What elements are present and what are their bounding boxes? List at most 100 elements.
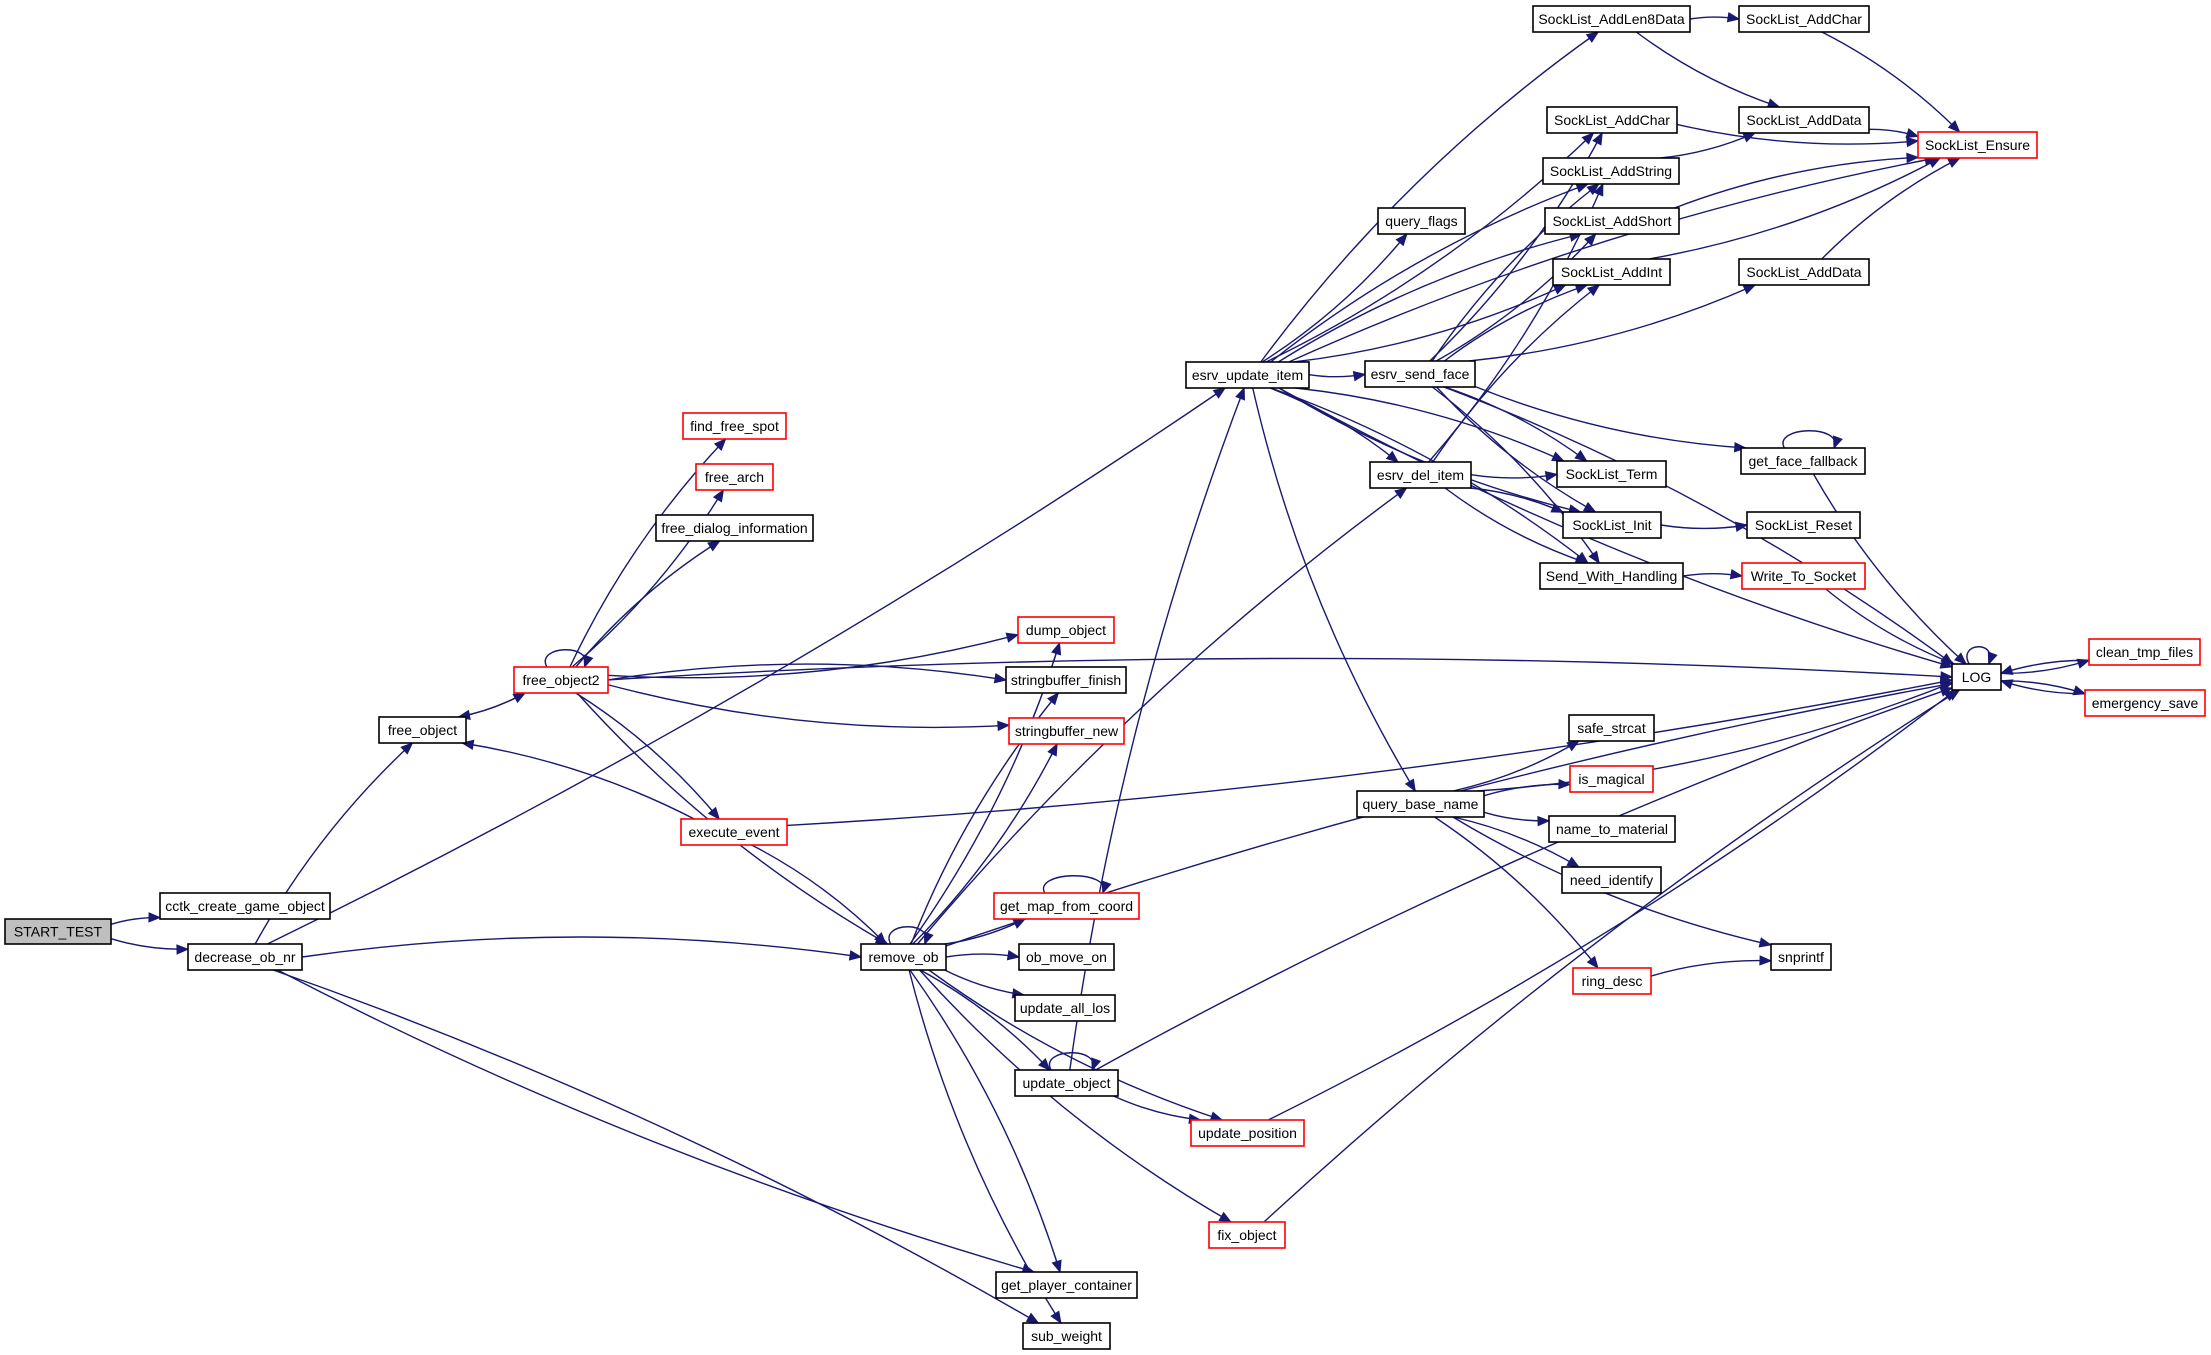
node-socklist-reset[interactable]: SockList_Reset: [1746, 511, 1861, 539]
node-box[interactable]: [1014, 994, 1116, 1022]
node-box[interactable]: [513, 666, 609, 694]
node-execute-event[interactable]: execute_event: [680, 818, 788, 846]
node-snprintf[interactable]: snprintf: [1770, 943, 1832, 971]
node-box[interactable]: [1951, 663, 2002, 691]
node-dump-object[interactable]: dump_object: [1017, 616, 1115, 644]
node-box[interactable]: [1377, 207, 1466, 235]
node-free-dialog-information[interactable]: free_dialog_information: [655, 514, 814, 542]
node-box[interactable]: [2088, 638, 2201, 666]
node-box[interactable]: [1562, 511, 1662, 539]
node-socklist-addlen8data[interactable]: SockList_AddLen8Data: [1532, 5, 1691, 33]
node-is-magical[interactable]: is_magical: [1569, 765, 1654, 793]
node-box[interactable]: [1017, 616, 1115, 644]
node-socklist-addint[interactable]: SockList_AddInt: [1552, 258, 1671, 286]
node-box[interactable]: [680, 818, 788, 846]
node-send-with-handling[interactable]: Send_With_Handling: [1539, 562, 1684, 590]
node-update-position[interactable]: update_position: [1190, 1119, 1305, 1147]
node-esrv-del-item[interactable]: esrv_del_item: [1369, 461, 1472, 489]
node-box[interactable]: [993, 892, 1140, 920]
node-box[interactable]: [1741, 562, 1866, 590]
node-get-face-fallback[interactable]: get_face_fallback: [1740, 447, 1866, 475]
node-box[interactable]: [1018, 943, 1115, 971]
node-box[interactable]: [1561, 866, 1662, 894]
node-box[interactable]: [1548, 815, 1676, 843]
node-socklist-ensure[interactable]: SockList_Ensure: [1917, 131, 2038, 159]
node-update-all-los[interactable]: update_all_los: [1014, 994, 1116, 1022]
node-query-flags[interactable]: query_flags: [1377, 207, 1466, 235]
node-free-object[interactable]: free_object: [378, 716, 467, 744]
node-box[interactable]: [1532, 5, 1691, 33]
node-box[interactable]: [1005, 666, 1127, 694]
node-box[interactable]: [1356, 790, 1485, 818]
node-box[interactable]: [1208, 1221, 1286, 1249]
node-ring-desc[interactable]: ring_desc: [1572, 967, 1652, 995]
node-box[interactable]: [860, 943, 947, 971]
node-box[interactable]: [1542, 157, 1680, 185]
node-find-free-spot[interactable]: find_free_spot: [682, 412, 787, 440]
node-box[interactable]: [1738, 106, 1870, 134]
node-safe-strcat[interactable]: safe_strcat: [1568, 714, 1655, 742]
node-box[interactable]: [1190, 1119, 1305, 1147]
node-box[interactable]: [159, 892, 331, 920]
node-box[interactable]: [1738, 258, 1870, 286]
node-box[interactable]: [1185, 361, 1310, 389]
node-socklist-addchar-a[interactable]: SockList_AddChar: [1546, 106, 1678, 134]
node-free-arch[interactable]: free_arch: [695, 463, 774, 491]
node-free-object2[interactable]: free_object2: [513, 666, 609, 694]
node-stringbuffer-new[interactable]: stringbuffer_new: [1008, 717, 1125, 745]
node-box[interactable]: [187, 943, 303, 971]
node-log[interactable]: LOG: [1951, 663, 2002, 691]
node-update-object[interactable]: update_object: [1014, 1069, 1119, 1097]
node-name-to-material[interactable]: name_to_material: [1548, 815, 1676, 843]
node-box[interactable]: [1569, 765, 1654, 793]
node-socklist-adddata-a[interactable]: SockList_AddData: [1738, 106, 1870, 134]
node-need-identify[interactable]: need_identify: [1561, 866, 1662, 894]
node-box[interactable]: [682, 412, 787, 440]
node-cctk-create-game-object[interactable]: cctk_create_game_object: [159, 892, 331, 920]
node-decrease-ob-nr[interactable]: decrease_ob_nr: [187, 943, 303, 971]
node-emergency-save[interactable]: emergency_save: [2084, 689, 2206, 717]
node-box[interactable]: [995, 1271, 1138, 1299]
node-box[interactable]: [1746, 511, 1861, 539]
node-socklist-addstring[interactable]: SockList_AddString: [1542, 157, 1680, 185]
node-remove-ob[interactable]: remove_ob: [860, 943, 947, 971]
node-box[interactable]: [4, 918, 112, 945]
node-box[interactable]: [1539, 562, 1684, 590]
node-write-to-socket[interactable]: Write_To_Socket: [1741, 562, 1866, 590]
node-box[interactable]: [655, 514, 814, 542]
node-start-test[interactable]: START_TEST: [4, 918, 112, 945]
node-get-player-container[interactable]: get_player_container: [995, 1271, 1138, 1299]
node-box[interactable]: [1022, 1322, 1111, 1350]
node-esrv-send-face[interactable]: esrv_send_face: [1364, 360, 1476, 388]
node-box[interactable]: [1556, 460, 1667, 488]
node-sub-weight[interactable]: sub_weight: [1022, 1322, 1111, 1350]
node-ob-move-on[interactable]: ob_move_on: [1018, 943, 1115, 971]
node-box[interactable]: [378, 716, 467, 744]
node-box[interactable]: [1014, 1069, 1119, 1097]
node-socklist-init[interactable]: SockList_Init: [1562, 511, 1662, 539]
node-box[interactable]: [1546, 106, 1678, 134]
node-socklist-term[interactable]: SockList_Term: [1556, 460, 1667, 488]
node-socklist-addshort[interactable]: SockList_AddShort: [1544, 207, 1680, 235]
node-box[interactable]: [2084, 689, 2206, 717]
node-box[interactable]: [695, 463, 774, 491]
node-query-base-name[interactable]: query_base_name: [1356, 790, 1485, 818]
node-socklist-adddata-b[interactable]: SockList_AddData: [1738, 258, 1870, 286]
node-box[interactable]: [1568, 714, 1655, 742]
node-box[interactable]: [1008, 717, 1125, 745]
node-box[interactable]: [1369, 461, 1472, 489]
node-box[interactable]: [1770, 943, 1832, 971]
node-box[interactable]: [1544, 207, 1680, 235]
node-esrv-update-item[interactable]: esrv_update_item: [1185, 361, 1310, 389]
node-box[interactable]: [1740, 447, 1866, 475]
node-box[interactable]: [1364, 360, 1476, 388]
node-socklist-addchar-b[interactable]: SockList_AddChar: [1738, 5, 1870, 33]
node-clean-tmp-files[interactable]: clean_tmp_files: [2088, 638, 2201, 666]
node-stringbuffer-finish[interactable]: stringbuffer_finish: [1005, 666, 1127, 694]
node-box[interactable]: [1552, 258, 1671, 286]
node-box[interactable]: [1572, 967, 1652, 995]
node-get-map-from-coord[interactable]: get_map_from_coord: [993, 892, 1140, 920]
node-box[interactable]: [1917, 131, 2038, 159]
node-box[interactable]: [1738, 5, 1870, 33]
node-fix-object[interactable]: fix_object: [1208, 1221, 1286, 1249]
